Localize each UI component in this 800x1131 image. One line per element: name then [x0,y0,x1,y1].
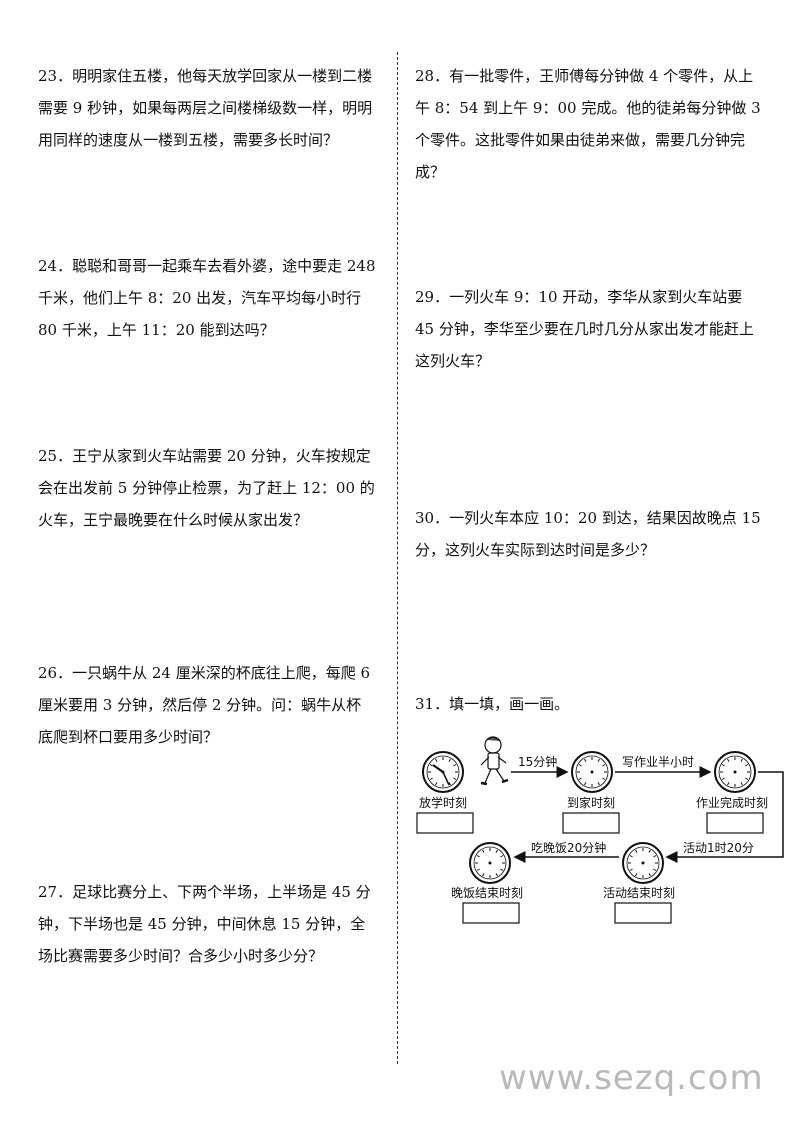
clock-tick [648,873,651,877]
question-24: 24．聪聪和哥哥一起乘车去看外婆，途中要走 248 千米，他们上午 8：20 出… [38,257,376,339]
clock-tick [727,782,730,786]
label-arrive-home: 到家时刻 [567,795,615,810]
column-divider [397,52,398,1064]
clock-arrive-home [571,751,613,793]
clock-tick [745,777,749,780]
label-leave-school: 放学时刻 [419,795,467,810]
answer-box-leave-school[interactable] [416,812,474,834]
clock-activity-end [622,842,664,884]
clock-tick [448,758,451,762]
clock-tick [429,777,433,780]
running-boy-icon [480,736,509,786]
clock-tick [653,868,657,871]
clock-tick [602,777,606,780]
label-activity-end: 活动结束时刻 [603,886,675,900]
label-dinner-end: 晚饭结束时刻 [451,886,523,900]
clock-tick [429,764,433,767]
clock-tick [476,855,480,858]
clock-tick [602,764,606,767]
clock-tick [740,758,743,762]
answer-box-dinner-end[interactable] [462,902,520,924]
clock-tick [453,764,457,767]
question-26: 26．一只蜗牛从 24 厘米深的杯底往上爬，每爬 6 厘米要用 3 分钟，然后停… [38,664,371,746]
clock-tick [453,777,457,780]
question-29: 29．一列火车 9：10 开动，李华从家到火车站要 45 分钟，李华至少要在几时… [415,288,754,370]
clock-tick [635,849,638,853]
clock-tick [500,868,504,871]
question-25: 25．王宁从家到火车站需要 20 分钟，火车按规定会在出发前 5 分钟停止检票，… [38,447,375,529]
clock-tick [448,782,451,786]
clock-leave-school [422,751,464,793]
arrow-label-walk: 15分钟 [518,754,557,769]
clock-tick [745,764,749,767]
clock-tick [584,758,587,762]
time-flow-diagram: 放学时刻 15分钟 到家时刻 写作业半小时 作业完成时刻 活动1时20分 [416,736,784,924]
arrow-label-dinner: 吃晚饭20分钟 [531,840,606,855]
clock-tick [435,782,438,786]
clock-tick [495,849,498,853]
clock-tick [476,868,480,871]
clock-tick [727,758,730,762]
clock-tick [648,849,651,853]
clock-tick [721,777,725,780]
clock-homework-done [714,751,756,793]
arrow-label-homework: 写作业半小时 [622,755,694,769]
clock-tick [482,849,485,853]
clock-tick [578,764,582,767]
clock-tick [578,777,582,780]
clock-tick [495,873,498,877]
clock-dinner-end [469,842,511,884]
question-31: 31．填一填，画一画。 [415,695,570,713]
clock-tick [500,855,504,858]
clock-tick [597,782,600,786]
question-28: 28．有一批零件，王师傅每分钟做 4 个零件，从上午 8：54 到上午 9：00… [415,67,761,181]
answer-box-activity-end[interactable] [614,902,672,924]
label-homework-done: 作业完成时刻 [696,795,768,810]
clock-tick [740,782,743,786]
clock-tick [584,782,587,786]
answer-box-arrive-home[interactable] [562,812,620,834]
question-23: 23．明明家住五楼，他每天放学回家从一楼到二楼需要 9 秒钟，如果每两层之间楼梯… [38,67,373,149]
question-27: 27．足球比赛分上、下两个半场，上半场是 45 分钟，下半场也是 45 分钟，中… [38,883,371,965]
arrow-label-activity: 活动1时20分 [683,841,754,855]
clock-tick [482,873,485,877]
clock-tick [635,873,638,877]
clock-tick [653,855,657,858]
clock-tick [629,855,633,858]
watermark: www.sezq.com [499,1058,764,1098]
question-30: 30．一列火车本应 10：20 到达，结果因故晚点 15 分，这列火车实际到达时… [415,509,761,559]
clock-tick [435,758,438,762]
clock-tick [597,758,600,762]
clock-tick [721,764,725,767]
clock-tick [629,868,633,871]
answer-box-homework-done[interactable] [706,812,764,834]
